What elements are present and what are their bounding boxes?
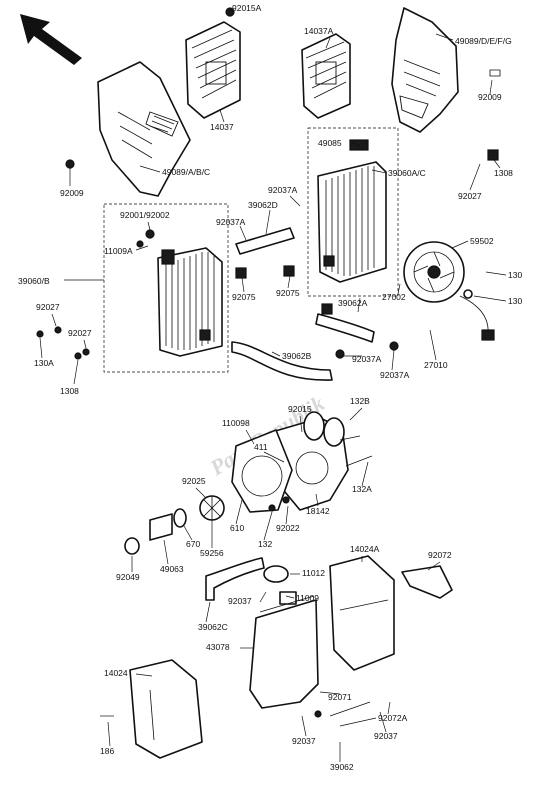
callout-49085: 49085 <box>318 138 342 148</box>
callout-92009-left: 92009 <box>60 188 84 198</box>
callout-92037A-mid: 92037A <box>216 217 246 227</box>
callout-59502: 59502 <box>470 236 494 246</box>
callout-92037-left: 92037 <box>292 736 316 746</box>
callout-92075-mid: 92075 <box>276 288 300 298</box>
callout-14024A: 14024A <box>350 544 380 554</box>
callout-92071: 92071 <box>328 692 352 702</box>
callout-39062A: 39062A <box>338 298 368 308</box>
callout-43078: 43078 <box>206 642 230 652</box>
part-callouts: 92015A 14037A 49089/D/E/F/G 14037 92009 … <box>18 3 522 772</box>
callout-411: 411 <box>254 442 268 452</box>
callout-11009A: 11009A <box>104 246 133 256</box>
callout-670: 670 <box>186 539 200 549</box>
callout-92001-92002: 92001/92002 <box>120 210 170 220</box>
hardware <box>36 149 499 727</box>
callout-39062: 39062 <box>330 762 354 772</box>
left-radiator-screen <box>185 7 241 119</box>
left-radiator <box>103 203 229 373</box>
callout-18142: 18142 <box>306 506 330 516</box>
callout-92027-lower: 92027 <box>68 328 92 338</box>
callout-39062C: 39062C <box>198 622 228 632</box>
callout-39060AC: 39060A/C <box>388 168 426 178</box>
leader-lines <box>39 7 507 762</box>
callout-92037A-top: 92037A <box>268 185 298 195</box>
callout-92025: 92025 <box>182 476 206 486</box>
callout-92015: 92015 <box>288 404 312 414</box>
callout-92072A: 92072A <box>378 713 408 723</box>
callout-49089DEFG: 49089/D/E/F/G <box>455 36 512 46</box>
callout-92072: 92072 <box>428 550 452 560</box>
radiator-hoses <box>231 227 375 381</box>
left-radiator-shroud <box>97 61 191 197</box>
callout-92037A-lower: 92037A <box>352 354 382 364</box>
callout-11009: 11009 <box>296 593 319 603</box>
callout-39062B: 39062B <box>282 351 312 361</box>
callout-92009-right: 92009 <box>478 92 502 102</box>
callout-27002: 27002 <box>382 292 406 302</box>
callout-14037: 14037 <box>210 122 234 132</box>
water-pump-gasket <box>231 429 293 513</box>
callout-186: 186 <box>100 746 114 756</box>
callout-92027-left: 92027 <box>36 302 60 312</box>
callout-130A: 130A <box>34 358 54 368</box>
callout-130-a: 130 <box>508 270 522 280</box>
water-pump-cover <box>271 411 349 511</box>
reservoir-tank <box>205 557 319 709</box>
tank-covers <box>129 555 453 759</box>
callout-92022: 92022 <box>276 523 300 533</box>
callout-39060B: 39060/B <box>18 276 50 286</box>
callout-132: 132 <box>258 539 272 549</box>
callout-92037A-bottom: 92037A <box>380 370 410 380</box>
water-pump-impeller <box>124 495 225 555</box>
callout-132B: 132B <box>350 396 370 406</box>
callout-49063: 49063 <box>160 564 184 574</box>
callout-1308-top: 1308 <box>494 168 513 178</box>
callout-132A: 132A <box>352 484 372 494</box>
callout-14024: 14024 <box>104 668 128 678</box>
callout-11012: 11012 <box>302 568 325 578</box>
callout-92015A: 92015A <box>232 3 262 13</box>
front-direction-arrow <box>20 14 82 65</box>
callout-110098: 110098 <box>222 418 250 428</box>
right-radiator-screen <box>301 33 351 119</box>
callout-92037-upper: 92037 <box>228 596 252 606</box>
callout-92037-right: 92037 <box>374 731 398 741</box>
callout-1308-bottom: 1308 <box>60 386 79 396</box>
callout-92049: 92049 <box>116 572 140 582</box>
callout-39062D: 39062D <box>248 200 278 210</box>
callout-92075-left: 92075 <box>232 292 256 302</box>
callout-130-b: 130 <box>508 296 522 306</box>
right-radiator-shroud <box>391 7 501 133</box>
callout-27010: 27010 <box>424 360 448 370</box>
callout-59256: 59256 <box>200 548 224 558</box>
callout-49089ABC: 49089/A/B/C <box>162 167 210 177</box>
right-radiator <box>307 127 399 297</box>
cooling-fan <box>403 241 495 341</box>
callout-92027-right: 92027 <box>458 191 482 201</box>
callout-610: 610 <box>230 523 244 533</box>
callout-14037A: 14037A <box>304 26 334 36</box>
